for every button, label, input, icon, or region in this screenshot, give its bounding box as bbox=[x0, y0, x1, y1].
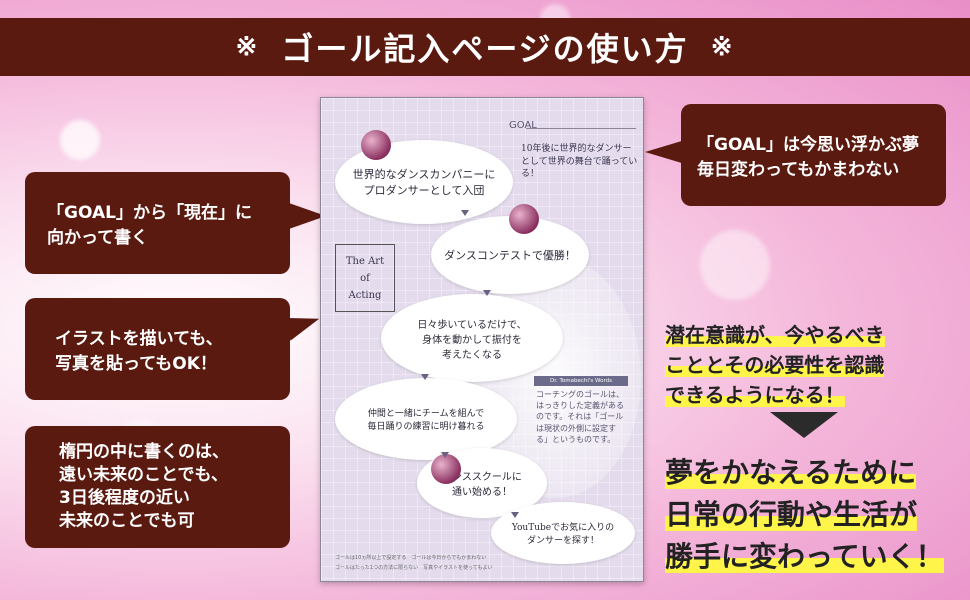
planet-ball bbox=[431, 454, 461, 484]
title-banner: ※ ゴール記入ページの使い方 ※ bbox=[0, 18, 970, 76]
callout-text: 「GOAL」から「現在」に 向かって書く bbox=[47, 203, 252, 248]
sparkle bbox=[60, 120, 100, 160]
flow-arrow bbox=[441, 452, 449, 458]
goal-divider bbox=[526, 128, 636, 129]
flow-arrow bbox=[461, 210, 469, 216]
words-body: コーチングのゴールは、はっきりした定義があるのです。それは「ゴールは現状の外側に… bbox=[536, 390, 624, 444]
down-arrow-icon bbox=[770, 412, 838, 438]
step-ellipse: 仲間と一緒にチームを組んで 毎日踊りの練習に明け暮れる bbox=[335, 378, 517, 460]
goal-note: 10年後に世界的なダンサー として世界の舞台で踊っている！ bbox=[521, 144, 638, 180]
callout-text: 「GOAL」は今思い浮かぶ夢 毎日変わってもかまわない bbox=[697, 135, 919, 180]
flow-arrow bbox=[511, 512, 519, 518]
banner-title: ゴール記入ページの使い方 bbox=[281, 30, 689, 68]
callout-pointer bbox=[283, 307, 323, 341]
art-box: The Art of Acting bbox=[335, 244, 395, 312]
ornament-mark: ※ bbox=[710, 32, 735, 62]
highlight-line: できるようになる！ bbox=[665, 383, 845, 407]
highlight-line: 夢をかなえるために bbox=[665, 456, 917, 489]
callout-goal-desc: 「GOAL」は今思い浮かぶ夢 毎日変わってもかまわない bbox=[645, 104, 946, 206]
step-ellipse: 日々歩いているだけで、 身体を動かして振付を 考えたくなる bbox=[381, 294, 563, 382]
callout-illust-ok: イラストを描いても、 写真を貼ってもOK！ bbox=[25, 298, 323, 400]
page-footnote: ゴールは10ヵ所以上で設定する ゴールは今日からでもかまわない ゴールはたった1… bbox=[335, 554, 493, 573]
goal-label: GOAL bbox=[509, 120, 537, 131]
sparkle bbox=[700, 230, 770, 300]
highlight-line: 潜在意識が、今やるべき bbox=[665, 323, 885, 347]
highlight-line: 日常の行動や生活が bbox=[665, 498, 918, 531]
flow-arrow bbox=[421, 374, 429, 380]
words-box: Dr. Tomabechi's Words コーチングのゴールは、はっきりした定… bbox=[534, 376, 628, 448]
ornament-mark: ※ bbox=[235, 32, 260, 62]
callout-text: イラストを描いても、 写真を貼ってもOK！ bbox=[55, 329, 223, 374]
dream-result-text: 夢をかなえるために 日常の行動や生活が 勝手に変わっていく！ bbox=[665, 452, 944, 578]
sample-goal-page: GOAL 10年後に世界的なダンサー として世界の舞台で踊っている！ 世界的なダ… bbox=[320, 97, 644, 582]
subconscious-text: 潜在意識が、今やるべき こととその必要性を認識 できるようになる！ bbox=[665, 320, 885, 410]
planet-ball bbox=[361, 130, 391, 160]
callout-pointer bbox=[286, 202, 326, 230]
step-ellipse: ダンスコンテストで優勝！ bbox=[431, 216, 589, 294]
planet-ball bbox=[509, 204, 539, 234]
highlight-line: こととその必要性を認識 bbox=[665, 353, 885, 377]
callout-ellipse-note: 楕円の中に書くのは、 遠い未来のことでも、 3日後程度の近い 未来のことでも可 bbox=[25, 426, 290, 548]
highlight-line: 勝手に変わっていく！ bbox=[665, 540, 944, 573]
footnote-line: ゴールはたった1つの方法に限らない 写真やイラストを使ってもよい bbox=[335, 564, 493, 571]
words-title: Dr. Tomabechi's Words bbox=[534, 376, 628, 386]
callout-text: 楕円の中に書くのは、 遠い未来のことでも、 3日後程度の近い 未来のことでも可 bbox=[59, 442, 229, 531]
footnote-line: ゴールは10ヵ所以上で設定する ゴールは今日からでもかまわない bbox=[335, 555, 487, 561]
flow-arrow bbox=[483, 290, 491, 296]
callout-goal-to-now: 「GOAL」から「現在」に 向かって書く bbox=[25, 172, 326, 274]
callout-pointer bbox=[645, 140, 685, 164]
goal-ellipse: 世界的なダンスカンパニーに プロダンサーとして入団 bbox=[335, 140, 513, 224]
